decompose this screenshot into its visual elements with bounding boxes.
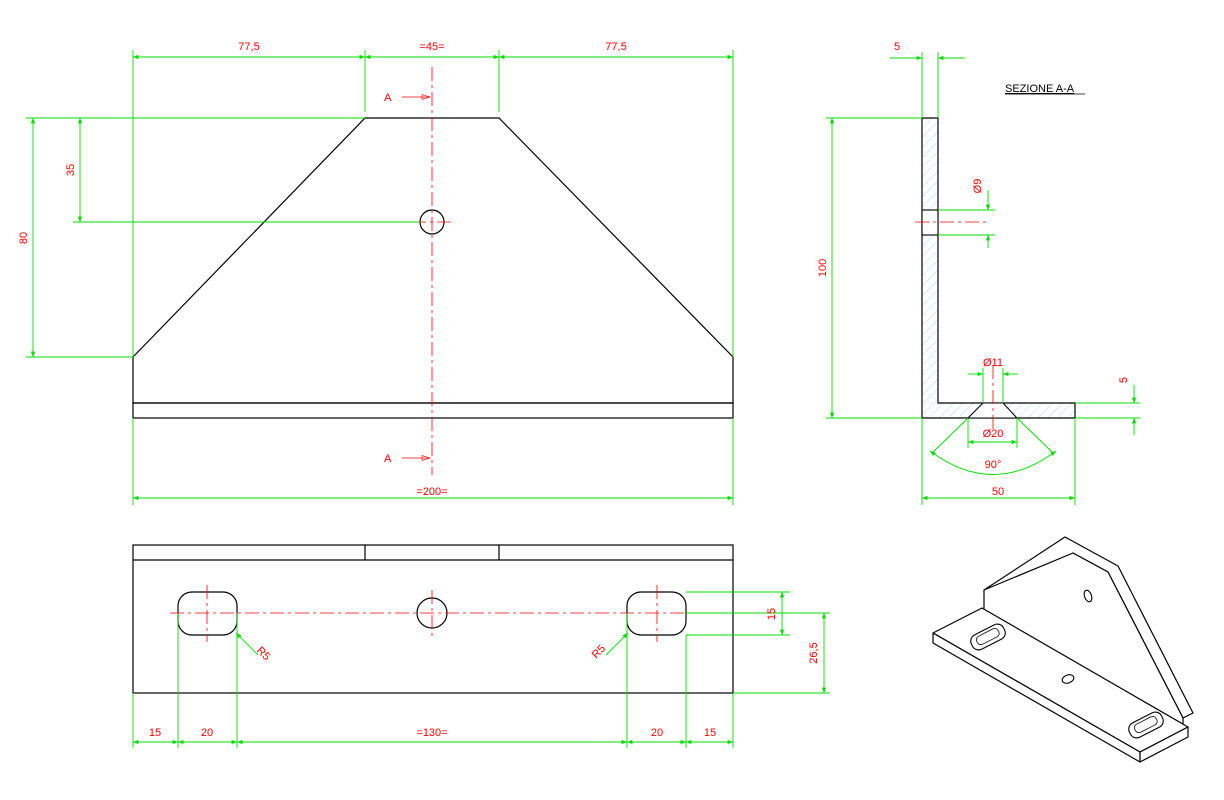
slot-radius-left: R5 (254, 645, 272, 663)
section-title: SEZIONE A-A (1005, 83, 1075, 95)
section-hole (921, 209, 939, 236)
dim-top-mid: =45= (419, 41, 444, 53)
iso-base-side (1139, 726, 1189, 763)
bottom-outline (132, 544, 734, 694)
dim-thickness-right: 5 (1118, 377, 1130, 383)
dim-b1: 15 (149, 727, 161, 739)
dim-b4: 20 (651, 727, 663, 739)
dim-slot-offset: 26,5 (808, 642, 820, 663)
dim-thickness-top: 5 (894, 41, 900, 53)
dim-bottom-200: =200= (416, 486, 447, 498)
iso-base-hole (1061, 674, 1075, 684)
front-outline (132, 117, 734, 404)
front-view: 77,5 =45= 77,5 80 35 =200= A A (18, 41, 734, 505)
dim-top-left: 77,5 (238, 41, 259, 53)
dim-left-inner: 35 (65, 164, 77, 176)
dim-left-outer: 80 (18, 232, 30, 244)
slot-right (626, 591, 687, 636)
iso-slot-left (970, 623, 1006, 651)
dim-b2: 20 (201, 727, 213, 739)
dim-slot-height: 15 (766, 608, 778, 620)
section-profile (921, 117, 1076, 419)
dim-width-50: 50 (992, 486, 1004, 498)
iso-vertical-hole (1083, 589, 1093, 603)
dim-b5: 15 (704, 727, 716, 739)
dim-hole-9: Ø9 (972, 179, 984, 194)
bottom-view: R5 R5 15 26,5 15 20 =130= 20 15 (132, 544, 830, 748)
isometric-view (932, 536, 1194, 763)
front-base-flange (132, 402, 734, 419)
slot-left (177, 591, 238, 636)
slot-radius-right: R5 (590, 643, 608, 661)
dim-height-100: 100 (817, 259, 829, 277)
dim-angle-90: 90° (985, 459, 1002, 471)
section-view: SEZIONE A-A 5 100 Ø9 Ø11 (817, 41, 1140, 505)
dim-b3: =130= (416, 727, 447, 739)
section-marker-top: A (384, 92, 392, 104)
iso-slot-right (1128, 711, 1164, 739)
dim-top-right: 77,5 (605, 41, 626, 53)
section-marker-bottom: A (384, 453, 392, 465)
dim-countersink-20: Ø20 (983, 428, 1004, 440)
dim-countersink-11: Ø11 (983, 357, 1003, 369)
